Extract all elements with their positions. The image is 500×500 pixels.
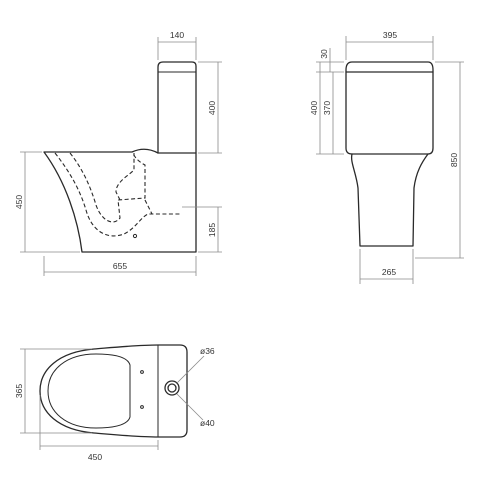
flush-button [164, 380, 180, 396]
dim-text-655: 655 [113, 261, 127, 271]
leader-dia-36: ø36 [176, 346, 215, 384]
front-lid [345, 61, 434, 73]
plan-view: 365 450 ø36 ø40 [14, 344, 215, 462]
plan-seat-opening [47, 353, 131, 429]
dim-side-140: 140 [157, 30, 197, 60]
dim-text-365: 365 [14, 384, 24, 398]
leader-dia-40: ø40 [176, 393, 215, 428]
dim-side-450: 450 [14, 151, 80, 253]
dim-text-265: 265 [382, 267, 396, 277]
dim-text-dia-36: ø36 [200, 346, 215, 356]
dim-text-400-front: 400 [309, 101, 319, 115]
side-view: 140 400 450 185 655 [14, 30, 222, 276]
dim-text-dia-40: ø40 [200, 418, 215, 428]
dim-text-400-side: 400 [207, 101, 217, 115]
dim-side-185: 185 [182, 206, 222, 253]
dim-front-370: 370 [322, 72, 334, 154]
front-pedestal [350, 153, 429, 247]
dim-text-850: 850 [449, 153, 459, 167]
dim-front-400: 400 [309, 62, 344, 155]
front-tank [345, 71, 434, 155]
dim-plan-365: 365 [14, 348, 92, 434]
side-bowl [43, 148, 197, 253]
dim-text-140: 140 [170, 30, 184, 40]
dim-side-655: 655 [43, 256, 197, 276]
dim-text-370: 370 [322, 101, 332, 115]
dim-text-185: 185 [207, 223, 217, 237]
dim-front-265: 265 [359, 249, 414, 284]
side-trapway-inner [69, 152, 146, 223]
side-cistern [157, 61, 197, 154]
dim-text-30: 30 [319, 49, 329, 59]
dim-text-450-side: 450 [14, 195, 24, 209]
dim-front-30: 30 [316, 48, 344, 73]
dim-plan-450: 450 [39, 395, 159, 462]
dim-front-395: 395 [345, 30, 434, 60]
front-view: 395 30 400 370 850 [309, 30, 464, 284]
plan-outline [39, 344, 188, 438]
dim-text-395: 395 [383, 30, 397, 40]
side-trapway-outer [54, 152, 180, 237]
dim-text-450-plan: 450 [88, 452, 102, 462]
dim-front-850: 850 [415, 61, 464, 259]
dim-side-400: 400 [198, 61, 222, 154]
